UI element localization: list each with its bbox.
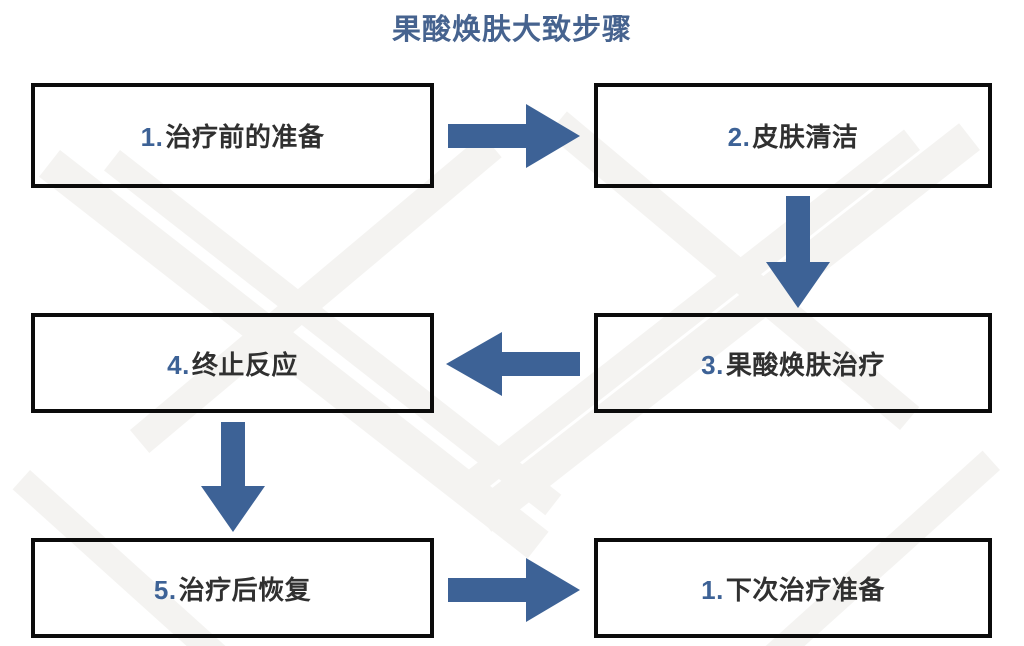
step-label-4: 4.终止反应: [167, 345, 298, 382]
page-title: 果酸焕肤大致步骤: [391, 14, 632, 46]
step-label-2: 2.皮肤清洁: [728, 117, 859, 154]
step-label-5: 5.治疗后恢复: [154, 570, 311, 607]
arrow-step4-to-step5: [197, 422, 269, 532]
step-number-4: 4.: [167, 349, 190, 380]
step-text-3: 果酸焕肤治疗: [725, 349, 885, 380]
arrow-step1-to-step2: [448, 100, 580, 172]
arrow-step5-to-step6: [448, 554, 580, 626]
step-label-1: 1.治疗前的准备: [141, 117, 325, 154]
arrow-step3-to-step4: [446, 328, 580, 400]
step-text-6: 下次治疗准备: [725, 574, 885, 605]
arrow-step2-to-step3: [762, 196, 834, 308]
step-text-5: 治疗后恢复: [178, 574, 312, 605]
step-box-5[interactable]: 5.治疗后恢复: [31, 538, 434, 638]
step-number-6: 1.: [701, 574, 724, 605]
step-box-4[interactable]: 4.终止反应: [31, 313, 434, 413]
step-number-5: 5.: [153, 574, 177, 605]
step-box-2[interactable]: 2.皮肤清洁: [594, 83, 992, 188]
step-box-1[interactable]: 1.治疗前的准备: [31, 83, 434, 188]
step-label-6: 1.下次治疗准备: [701, 570, 885, 607]
step-number-2: 2.: [727, 122, 751, 152]
step-text-2: 皮肤清洁: [752, 122, 859, 152]
step-text-4: 终止反应: [191, 349, 298, 380]
step-number-3: 3.: [701, 349, 724, 380]
step-number-1: 1.: [140, 122, 164, 152]
step-label-3: 3.果酸焕肤治疗: [701, 345, 885, 382]
step-box-3[interactable]: 3.果酸焕肤治疗: [594, 313, 992, 413]
step-text-1: 治疗前的准备: [165, 122, 325, 152]
step-box-6[interactable]: 1.下次治疗准备: [594, 538, 992, 638]
